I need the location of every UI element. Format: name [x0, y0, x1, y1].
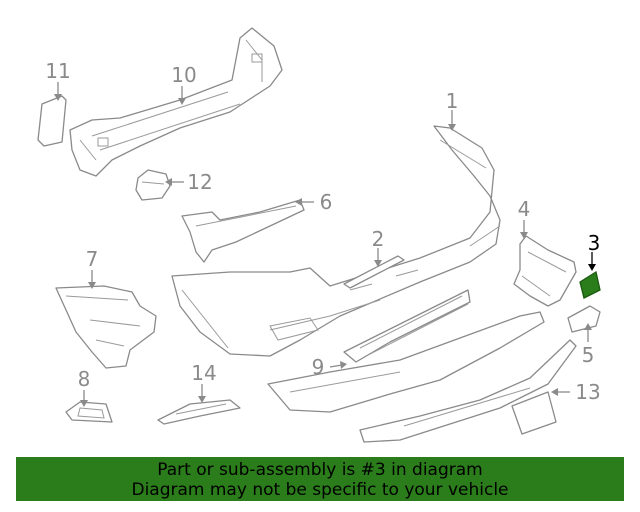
- callout-7: 7: [86, 247, 99, 271]
- callout-6: 6: [320, 190, 333, 214]
- part-1-bumper-cover: [171, 125, 501, 357]
- callout-4: 4: [518, 197, 531, 221]
- banner-line-1: Part or sub-assembly is #3 in diagram: [157, 460, 483, 480]
- callout-8: 8: [78, 367, 91, 391]
- callout-5: 5: [582, 343, 595, 367]
- leader-lines: [54, 82, 596, 407]
- part-5-lower-trim: [567, 305, 601, 333]
- part-2-trim-strip: [343, 255, 405, 289]
- part-14-reflector-strip: [157, 399, 241, 425]
- part-10-reinforcement-beam: [69, 27, 283, 177]
- lower-valance: [267, 311, 577, 443]
- callout-1: 1: [446, 89, 459, 113]
- callout-12: 12: [187, 170, 212, 194]
- callout-14: 14: [191, 361, 216, 385]
- part-3-highlighted: [579, 270, 601, 299]
- callout-11: 11: [45, 59, 70, 83]
- callout-3: 3: [588, 231, 601, 255]
- part-11-plate: [37, 95, 67, 147]
- part-6-bracket: [181, 199, 305, 263]
- part-13-plate: [511, 391, 557, 435]
- callout-2: 2: [372, 227, 385, 251]
- part-9-center-bracket: [343, 289, 471, 363]
- part-8-reflector: [65, 401, 113, 423]
- callout-10: 10: [171, 63, 196, 87]
- part-7-side-bracket: [55, 285, 157, 369]
- part-4-side-bracket: [513, 235, 577, 307]
- callout-13: 13: [575, 380, 600, 404]
- part-info-banner: Part or sub-assembly is #3 in diagram Di…: [16, 457, 624, 501]
- part-12-bracket: [135, 169, 171, 201]
- banner-line-2: Diagram may not be specific to your vehi…: [131, 480, 509, 500]
- callout-9: 9: [312, 355, 325, 379]
